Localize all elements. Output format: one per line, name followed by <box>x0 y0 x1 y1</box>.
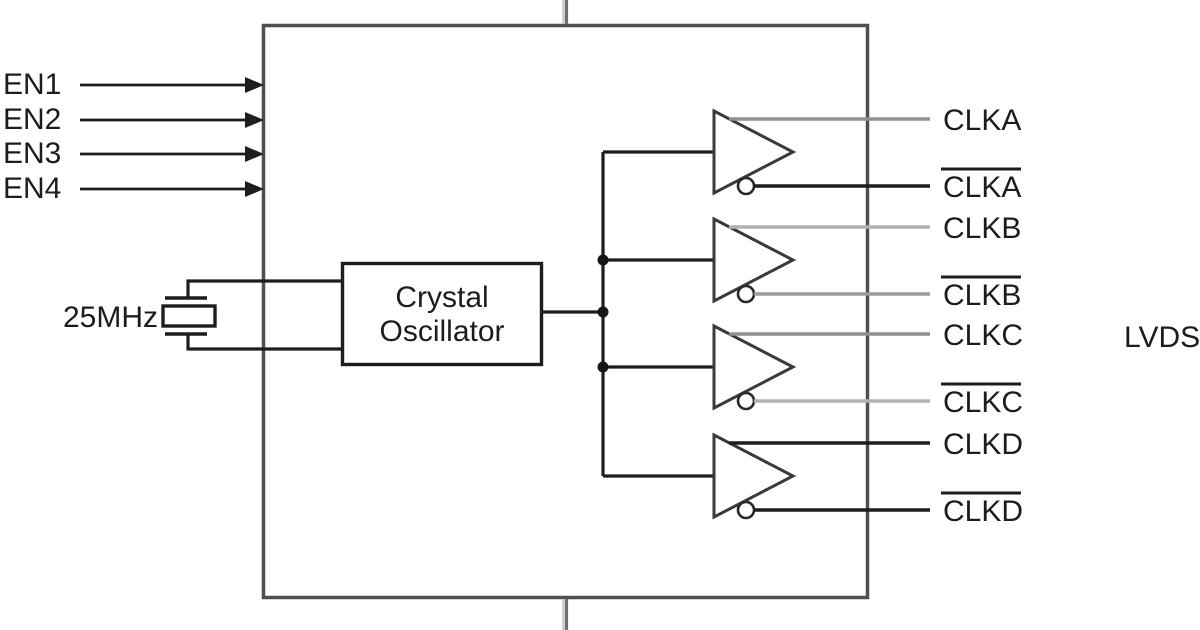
inverter-bubble-icon <box>736 284 756 304</box>
output-label-clkc-bar: CLKC <box>943 386 1023 419</box>
enable-input-row-1: EN1 <box>3 68 264 101</box>
arrowhead-icon <box>245 181 264 197</box>
enable-input-row-2: EN2 <box>3 103 264 136</box>
buffer-triangle-icon <box>712 216 797 304</box>
inverter-bubble-icon <box>736 391 756 411</box>
oscillator-box <box>340 261 544 367</box>
arrowhead-icon <box>245 77 264 93</box>
enable-input-row-4: EN4 <box>3 172 264 205</box>
clock-buffer-channel-c: CLKC CLKC <box>603 319 1023 419</box>
clock-buffer-channel-a: CLKA CLKA <box>603 104 1021 204</box>
enable-input-label: EN4 <box>3 172 61 205</box>
buffer-triangle-icon <box>712 432 797 520</box>
junction-dot <box>597 361 609 373</box>
crystal-circuit: 25MHz <box>63 279 343 351</box>
enable-input-label: EN1 <box>3 68 61 101</box>
clock-buffer-channel-b: CLKB CLKB <box>603 212 1021 312</box>
oscillator-label-line1: Crystal <box>395 281 488 314</box>
junction-dot <box>597 254 609 266</box>
oscillator-label-line2: Oscillator <box>379 315 504 348</box>
output-label-clkb-bar: CLKB <box>943 279 1021 312</box>
enable-input-row-3: EN3 <box>3 137 264 170</box>
enable-input-label: EN3 <box>3 137 61 170</box>
clock-buffer-channel-d: CLKD CLKD <box>603 428 1023 528</box>
output-label-clkd: CLKD <box>943 428 1023 461</box>
crystal-body <box>161 304 217 328</box>
arrowhead-icon <box>245 112 264 128</box>
chip-outline <box>261 23 870 600</box>
crystal-frequency-label: 25MHz <box>63 301 158 334</box>
arrowhead-icon <box>245 146 264 162</box>
crystal-oscillator-block: Crystal Oscillator <box>340 261 544 367</box>
enable-input-label: EN2 <box>3 103 61 136</box>
inverter-bubble-icon <box>736 500 756 520</box>
buffer-triangle-icon <box>712 108 797 196</box>
top-connector-stub <box>562 0 569 24</box>
output-label-clkd-bar: CLKD <box>943 495 1023 528</box>
output-label-clka-bar: CLKA <box>943 171 1021 204</box>
crystal-wire-top <box>186 279 343 298</box>
lvds-label: LVDS <box>1124 321 1200 354</box>
junction-dot <box>597 306 609 318</box>
crystal-wire-bottom <box>186 334 343 351</box>
output-label-clkb: CLKB <box>943 212 1021 245</box>
bottom-connector-stub <box>562 599 569 630</box>
inverter-bubble-icon <box>736 176 756 196</box>
output-label-clka: CLKA <box>943 104 1021 137</box>
buffer-triangle-icon <box>712 323 797 411</box>
output-label-clkc: CLKC <box>943 319 1023 352</box>
